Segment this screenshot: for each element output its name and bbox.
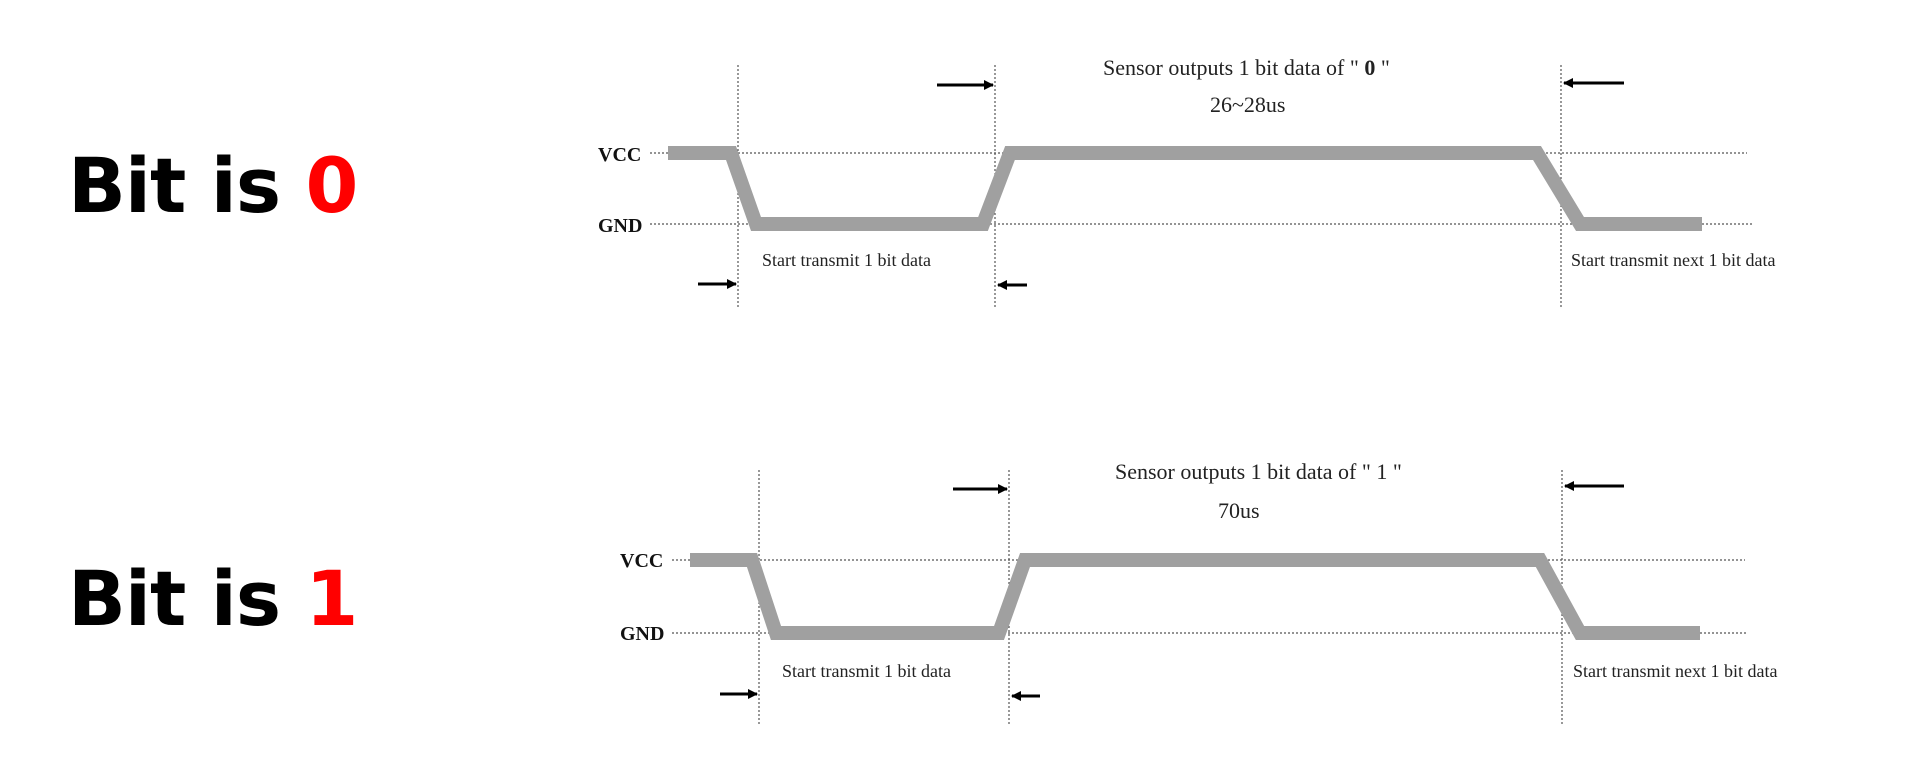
bit-1-title-value: 1 [305, 554, 359, 643]
bit-0-vcc-label: VCC [598, 144, 641, 166]
bit-1-next-bit-label: Start transmit next 1 bit data [1573, 661, 1777, 681]
bit-0-duration: 26~28us [1210, 92, 1285, 117]
bit-0-title-prefix: Bit is [68, 141, 306, 230]
bit-0-title: Bit is 0 [68, 148, 358, 224]
timing-panel-bit-1: Sensor outputs 1 bit data of " 1 " 70us … [620, 459, 1777, 725]
bit-1-vcc-label: VCC [620, 550, 663, 572]
bit-0-header: Sensor outputs 1 bit data of " 0 " [1103, 55, 1390, 80]
bit-1-header: Sensor outputs 1 bit data of " 1 " [1115, 459, 1402, 484]
bit-1-title-prefix: Bit is [68, 554, 306, 643]
bit-0-gnd-label: GND [598, 215, 642, 237]
signal-waveform [690, 553, 1700, 640]
bit-1-title: Bit is 1 [68, 561, 358, 637]
bit-1-gnd-label: GND [620, 623, 664, 645]
bit-0-next-bit-label: Start transmit next 1 bit data [1571, 250, 1775, 270]
bit-0-title-value: 0 [305, 141, 359, 230]
bit-1-low-phase-label: Start transmit 1 bit data [782, 661, 951, 681]
bit-0-low-phase-label: Start transmit 1 bit data [762, 250, 931, 270]
signal-waveform [668, 146, 1702, 231]
bit-1-duration: 70us [1218, 498, 1260, 523]
timing-panel-bit-0: Sensor outputs 1 bit data of " 0 " 26~28… [598, 55, 1775, 308]
